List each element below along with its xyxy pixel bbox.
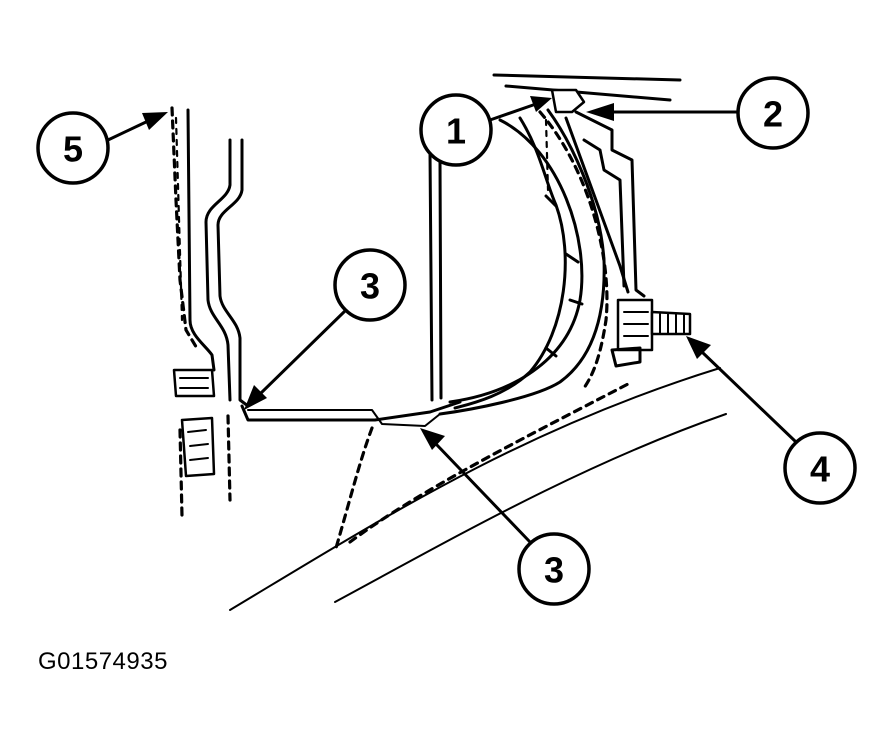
left-panel-inner-wall — [204, 138, 232, 402]
callout-3-lower: 3 — [517, 532, 591, 606]
drain-channel-floor — [240, 400, 462, 422]
callout-3-upper-label: 3 — [360, 266, 380, 307]
left-panel-outer-wall — [186, 108, 216, 372]
callout-3-upper: 3 — [333, 248, 407, 322]
right-bracket-diag — [564, 116, 630, 294]
seal-housing-curve-lip — [438, 108, 606, 416]
left-panel-inner-wall-2 — [216, 138, 250, 408]
seal-housing-curve-inner — [453, 116, 567, 410]
callout-1: 1 — [419, 93, 493, 167]
water-drops-seal-outer — [538, 110, 609, 390]
leader-callout-5 — [107, 112, 168, 142]
seal-notches — [544, 194, 584, 358]
callout-2: 2 — [736, 76, 810, 150]
leader-callout-4 — [686, 336, 798, 444]
left-bolt — [172, 368, 216, 478]
water-drops-channel-center — [334, 426, 374, 550]
right-stud — [610, 298, 692, 368]
leader-callout-2 — [586, 103, 738, 121]
lower-body-contour-outer — [229, 367, 721, 611]
top-frame-lower — [504, 84, 672, 102]
right-bracket-inner — [582, 138, 626, 288]
callout-4-label: 4 — [810, 449, 830, 490]
callout-3-lower-label: 3 — [544, 550, 564, 591]
figure-id-label: G01574935 — [38, 648, 168, 675]
top-bracket-clip — [550, 88, 586, 114]
water-drops-left-bottom — [178, 428, 184, 518]
lower-body-contour-inner — [334, 413, 727, 603]
leader-callout-3-left — [244, 308, 348, 410]
callout-4: 4 — [783, 431, 857, 505]
center-vertical-rail — [428, 150, 434, 402]
water-drops-lower-body — [348, 382, 630, 544]
leader-callout-3-bottom — [420, 428, 532, 544]
water-drops-left-panel-2 — [174, 116, 184, 322]
leader-callout-1 — [489, 96, 552, 122]
water-drops-channel-left — [226, 414, 232, 502]
water-drops-seal-inner — [544, 118, 550, 192]
callout-2-label: 2 — [763, 94, 783, 135]
callout-5-label: 5 — [63, 129, 83, 170]
seal-housing-curve-outer — [448, 118, 584, 404]
right-bracket-top — [574, 110, 646, 298]
drain-channel-floor-inner — [247, 409, 441, 427]
water-drops-left-panel — [170, 106, 200, 352]
center-vertical-rail-2 — [438, 158, 443, 400]
callout-5: 5 — [36, 111, 110, 185]
callout-1-label: 1 — [446, 111, 466, 152]
top-frame-edge — [492, 73, 682, 82]
